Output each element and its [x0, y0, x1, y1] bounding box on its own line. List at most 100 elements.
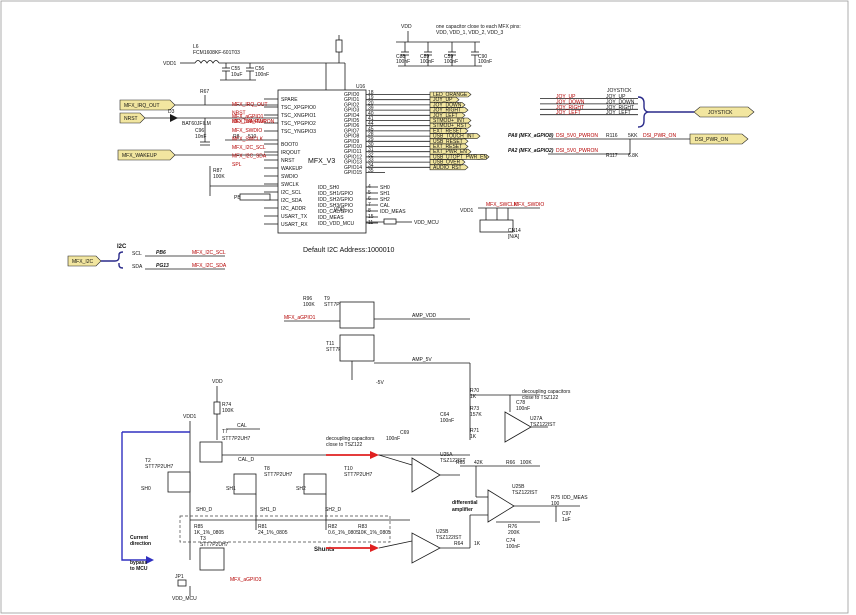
mfx-idd-pin-label: IDD_SH3/GPIO: [318, 203, 353, 209]
mfx-left-net-label: NRST: [232, 111, 246, 117]
vdd1-bottom-label: VDD1: [183, 414, 197, 420]
r87-ref: R87: [213, 168, 222, 174]
r74-value: 100K: [222, 408, 234, 414]
c69-ref: C69: [400, 430, 409, 436]
mfx-right-pin-label: GPIO13: [344, 160, 362, 166]
gpio-net-text: AUDIO_RST: [433, 165, 462, 171]
mfx-left-pin-label: TSC_XNGPIO1: [281, 113, 316, 119]
gpio-net-tag: [429, 91, 472, 98]
u25a-ref: U25A: [440, 452, 453, 458]
opamp-u27b: [487, 489, 515, 523]
gpio-net-text: EXT_PWR_EN: [433, 149, 467, 155]
r117-ref: R117: [606, 153, 618, 159]
dsi-out-wire: DSI_PWR_ON: [643, 133, 676, 139]
pb1-label: PB1: [234, 195, 244, 201]
resistor-r97: [335, 39, 343, 53]
svg-text:C55: C55: [231, 66, 240, 72]
sh1-d-net: SH1_D: [260, 507, 277, 513]
shunt-group-box: [179, 515, 391, 543]
svg-text:C59: C59: [444, 54, 453, 60]
vdd1-label: VDD1: [163, 61, 177, 67]
opamp-u25b: [411, 532, 441, 564]
gpio-net-tag: [429, 133, 481, 139]
u27a-value: TSZ122IST: [530, 422, 556, 428]
gpio-net-text: STMOD+_INT: [433, 118, 465, 124]
gpio-net-text: USB_TOUCH_INT: [433, 134, 475, 140]
svg-text:100nF: 100nF: [396, 59, 410, 65]
gpio-net-text: USB_RESET: [433, 139, 463, 145]
resistor-r74: [213, 401, 221, 415]
c64-ref: C64: [440, 412, 449, 418]
c64-value: 100nF: [440, 418, 454, 424]
t3-ref: T3: [200, 536, 206, 542]
mfx-left-pin-label: TSC_XPGPIO0: [281, 105, 316, 111]
i2c-title: I2C: [117, 244, 127, 250]
tsc-net: MFX_aGPIO1: [232, 114, 264, 120]
gpio-net-tag: [429, 107, 469, 113]
joystick-signal-label: JOY_DOWN: [606, 99, 635, 105]
mfx-right-pin-number: 35: [368, 168, 374, 174]
mfx-left-net-label: MFX_SWCLK: [232, 136, 264, 142]
r73-value: 157K: [470, 412, 482, 418]
mfx-right-pin-number: 28: [368, 132, 374, 138]
joystick-signal-label: JOY_LEFT: [606, 110, 631, 116]
t3-value: STT7P2UH7: [200, 542, 229, 548]
gpio-net-text: USB_UTOPT_PWR_EN: [433, 154, 487, 160]
mfx-right-pin-number: 45: [368, 126, 374, 132]
svg-text:100nF: 100nF: [255, 72, 269, 78]
svg-text:C89: C89: [420, 54, 429, 60]
mfx-wakeup-text: MFX_WAKEUP: [122, 153, 157, 159]
mfx-right-pin-number: 32: [368, 152, 374, 158]
mfx-chip: U16 MFX_V3 SPARETSC_XPGPIO0TSC_XNGPIO1TS…: [264, 84, 439, 234]
gpio-net-tag: [429, 159, 466, 165]
i2c-scl-net: MFX_I2C_SCL: [192, 250, 226, 256]
r65-ref: R65: [456, 460, 465, 466]
mfx-left-wires: MFX_IRQ_OUTNRSTMFX_WAKEUPMFX_SWDIOMFX_SW…: [232, 102, 268, 168]
current-direction-text-2: direction: [130, 541, 151, 547]
mfx-left-net-label: MFX_SWDIO: [232, 128, 262, 134]
svg-text:10uF: 10uF: [231, 72, 242, 78]
mfx-left-pin-label: SWDIO: [281, 174, 298, 180]
mfx-left-pin-label: SPARE: [281, 97, 298, 103]
svg-text:C56: C56: [255, 66, 264, 72]
mfx-idd-pin-label: IDD_SH0: [318, 185, 339, 191]
mfx-right-pin-label: GPIO2: [344, 102, 360, 108]
t8-value: STT7P2UH7: [264, 472, 293, 478]
mfx-irq-out-tag: [119, 99, 176, 111]
c78-value: 100nF: [516, 406, 530, 412]
c96-ref: C96: [195, 128, 204, 134]
mfx-right-pin-label: GPIO6: [344, 123, 360, 129]
dsi-pa8-label: PA8 (MFX_aGPIO8): [508, 133, 554, 139]
r75-ref: R75: [551, 495, 560, 501]
svg-text:100nF: 100nF: [478, 59, 492, 65]
u25b-ref: U25B: [436, 529, 449, 535]
shunts-label: Shunts: [314, 547, 335, 553]
sh1-net: SH1: [226, 486, 236, 492]
gpio-net-tag: [429, 154, 490, 160]
mfx-left-pin-label: SWCLK: [281, 182, 299, 188]
mfx-left-pin-label: USART_RX: [281, 222, 308, 228]
d3-ref: D3: [168, 109, 175, 115]
minus5v-label: -5V: [376, 380, 384, 386]
gpio-net-text: EXT_RESET: [433, 144, 462, 150]
i2c-section: I2C MFX_I2C SCL SDA PB6 PG13 MFX_I2C_SCL…: [67, 244, 395, 270]
r73-ref: R73: [470, 406, 479, 412]
t9-value: STT7P2UH7: [324, 302, 353, 308]
gpio-net-tag: [429, 148, 472, 155]
mfx-right-pin-label: GPIO10: [344, 144, 362, 150]
r83-value: 10K_1%_0805: [358, 530, 391, 536]
dsi-pwr-on-text: DSI_PWR_ON: [695, 137, 728, 143]
gpio-net-tag: [429, 112, 466, 119]
sh0-d-net: SH0_D: [196, 507, 213, 513]
swd-value: [N/A]: [508, 234, 520, 240]
mfx-ref: U16: [356, 84, 365, 90]
i2c-scl-port: PB6: [156, 250, 166, 256]
sh2-d-net: SH2_D: [325, 507, 342, 513]
nrst-text: NRST: [124, 116, 138, 122]
joystick-wire-label: JOY_DOWN: [556, 99, 585, 105]
gpio-net-tag: [429, 96, 460, 103]
gpio-net-tag: [429, 138, 469, 145]
gpio-net-text: LED_ORANGE: [433, 92, 468, 98]
